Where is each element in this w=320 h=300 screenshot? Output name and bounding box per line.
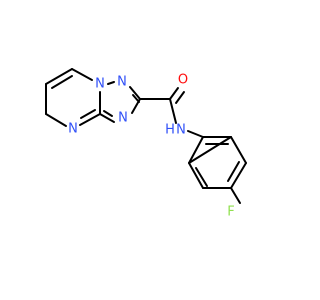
atom-n2: N [117,75,127,90]
bond [103,110,113,117]
bond [45,68,73,85]
bond [79,113,101,126]
atom-n4: N [68,122,78,137]
bond [169,98,177,124]
atom-n3: N [118,111,128,126]
molecule-diagram: N N N N O N H F [45,68,247,220]
bond [227,161,240,182]
atom-o1: O [178,73,188,88]
bond [195,167,208,187]
atom-nh: N [176,123,186,138]
atom-h: H [165,123,175,138]
bond [45,113,67,127]
atom-f1: F [227,205,234,220]
bond [188,136,232,164]
bond [51,75,73,89]
bond [230,136,247,164]
bond [80,109,96,119]
bond [107,81,115,85]
bond [175,91,185,104]
bond [188,162,204,189]
bond [169,87,179,100]
bond [230,162,247,189]
bond [99,113,115,123]
bond [230,187,241,204]
atom-n1: N [95,77,105,92]
bond [187,130,204,138]
bond [131,98,141,114]
bond [71,68,93,81]
bond-lines [45,68,247,204]
bond [129,86,141,100]
atom-labels: N N N N O N H F [68,73,235,220]
bond [188,136,204,164]
